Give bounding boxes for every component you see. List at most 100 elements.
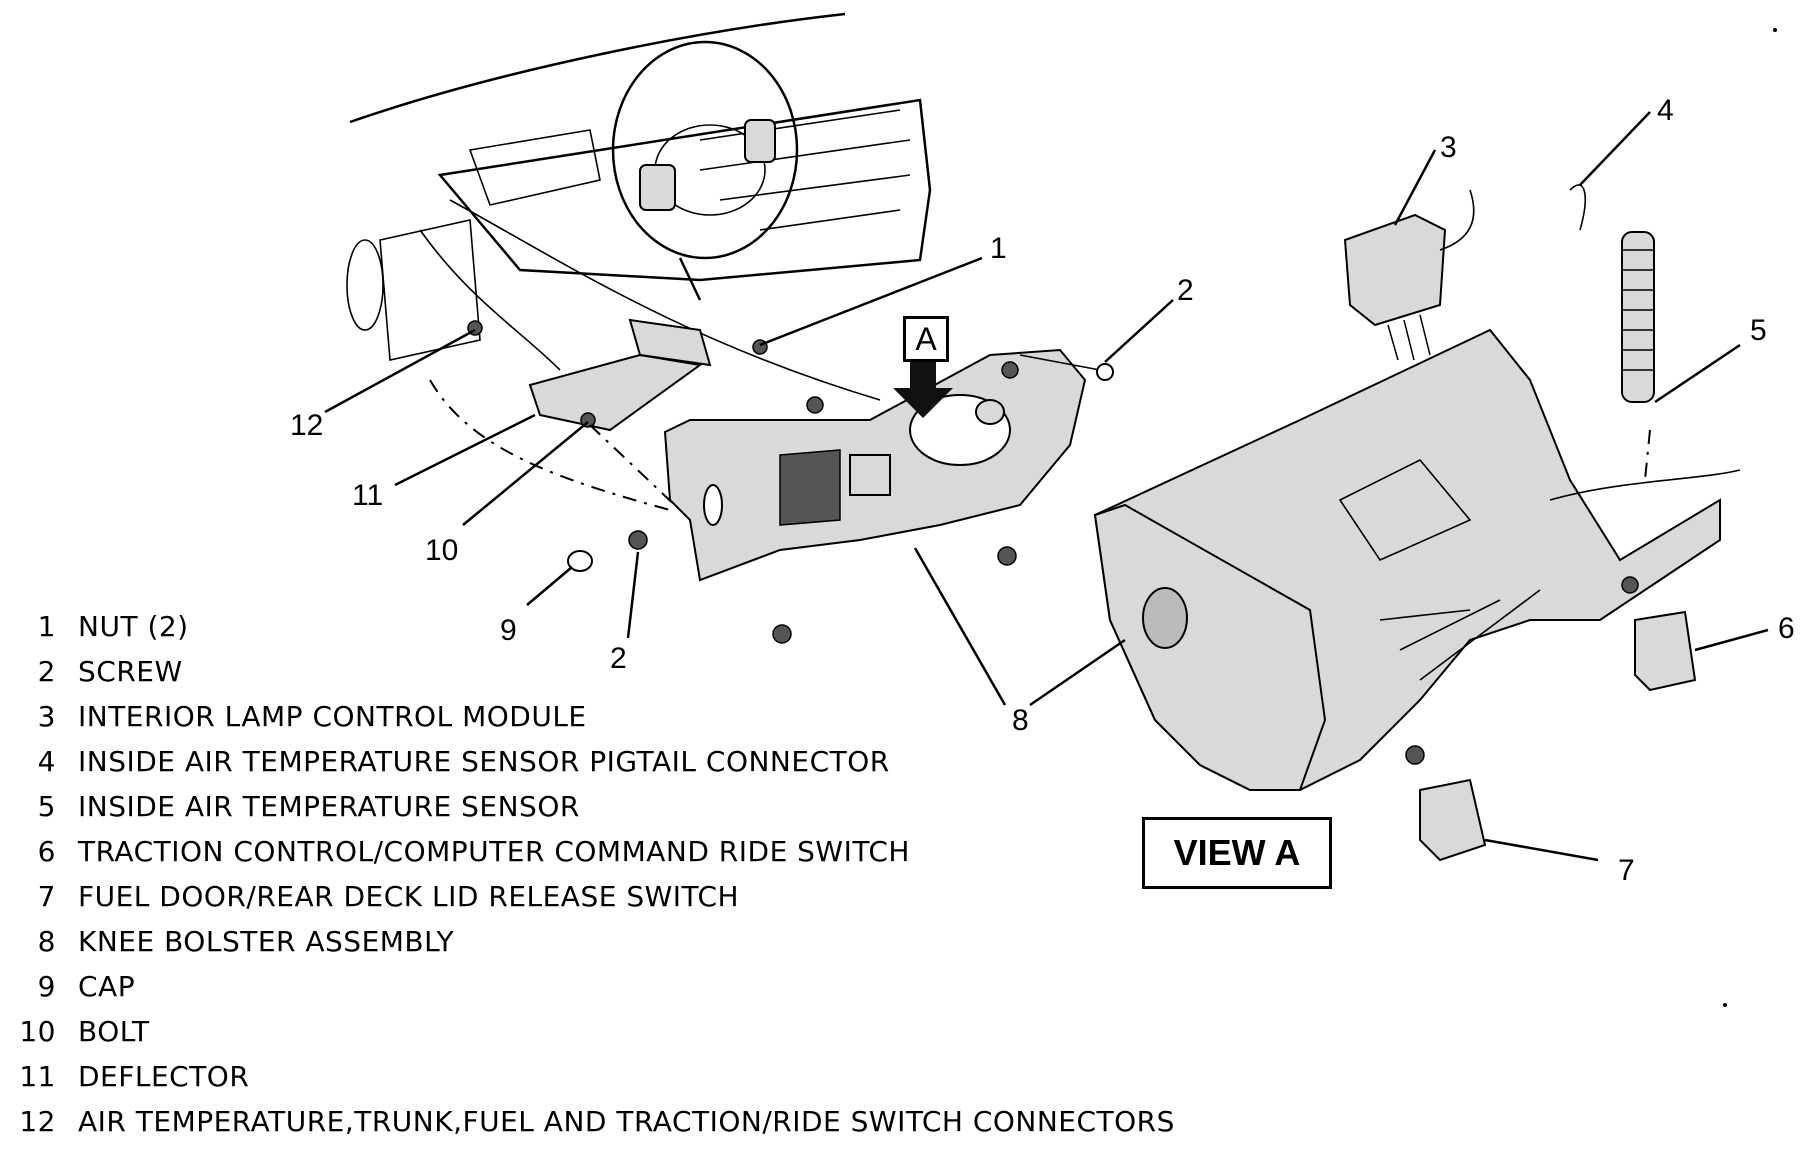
left-vent [346,239,384,331]
knee-bolster-slot [703,484,723,526]
leader-1 [759,256,983,347]
legend-text: NUT (2) [78,610,189,643]
arrow-a-head [893,388,953,418]
callout-6: 6 [1778,612,1795,645]
leader-2-right [1104,299,1174,363]
instrument-cluster [468,129,601,206]
wire-harness [419,229,561,371]
leader-12 [324,328,476,414]
legend-row: 7 FUEL DOOR/REAR DECK LID RELEASE SWITCH [0,880,1300,925]
legend-number: 7 [37,880,56,913]
deflector [528,353,703,432]
legend-row: 1 NUT (2) [0,610,1300,655]
steering-column [678,257,702,301]
bolt-lower-right [997,546,1017,566]
screw-2-lead [1019,354,1101,371]
dash-detail-lines [699,109,911,231]
legend-text: TRACTION CONTROL/COMPUTER COMMAND RIDE S… [78,835,910,868]
bolt-lower-left [772,624,792,644]
knee-bolster-vent [779,449,841,526]
dashboard-top-edge [349,12,846,124]
speck-bottom-right [1723,1003,1727,1007]
legend-text: CAP [78,970,136,1003]
leader-7 [1484,838,1599,862]
speck-top-right [1773,28,1777,32]
nut-right [1001,361,1019,379]
sensor-ribs [1622,249,1654,371]
glovebox-ribs [1379,589,1541,681]
dashboard-panel [437,98,932,282]
traction-control-switch [1634,610,1697,692]
legend-number: 3 [37,700,56,733]
leader-8a [913,547,1007,706]
legend-number: 1 [37,610,56,643]
legend-text: KNEE BOLSTER ASSEMBLY [78,925,455,958]
steering-wheel-pad-right [744,119,776,163]
callout-12: 12 [290,409,323,442]
legend-number: 4 [37,745,56,778]
leader-11 [394,413,536,487]
legend-text: INSIDE AIR TEMPERATURE SENSOR [78,790,580,823]
callout-4: 4 [1657,94,1674,127]
alignment-dashed-1 [429,379,671,511]
legend-number: 10 [19,1015,56,1048]
leader-9 [526,566,573,606]
switch-6-connector [1621,576,1639,594]
air-temp-sensor [1621,231,1655,403]
knee-bolster-switch [849,454,891,496]
legend-number: 6 [37,835,56,868]
callout-5: 5 [1750,314,1767,347]
callout-7: 7 [1618,854,1635,887]
leader-4 [1579,111,1651,186]
callout-2-left: 2 [610,642,627,675]
sensor-dash [1644,429,1651,481]
legend-text: AIR TEMPERATURE,TRUNK,FUEL AND TRACTION/… [78,1105,1175,1138]
wire-to-sensor [1549,469,1741,501]
callout-11: 11 [352,479,383,512]
knee-bolster-knob [975,399,1005,425]
callout-2-right: 2 [1177,274,1194,307]
legend-text: FUEL DOOR/REAR DECK LID RELEASE SWITCH [78,880,740,913]
leader-2-left [626,551,640,639]
steering-wheel-pad-left [639,164,676,211]
cap-9 [567,550,593,572]
fuel-door-switch [1419,778,1487,862]
callout-8: 8 [1012,704,1029,737]
legend-row: 12 AIR TEMPERATURE,TRUNK,FUEL AND TRACTIO… [0,1105,1300,1150]
glovebox-lock [1142,587,1188,649]
callout-3: 3 [1440,131,1457,164]
wire-harness-2 [449,199,881,401]
pigtail-connector [1569,184,1586,231]
screw-2-left [628,530,648,550]
legend-row: 6 TRACTION CONTROL/COMPUTER COMMAND RIDE … [0,835,1300,880]
leader-6 [1694,628,1769,652]
interior-lamp-module [1343,213,1447,327]
callout-1: 1 [990,232,1007,265]
glovebox-door [1093,503,1327,791]
legend-text: INSIDE AIR TEMPERATURE SENSOR PIGTAIL CO… [78,745,890,778]
alignment-dashed-2 [589,424,681,511]
glovebox-inner-cavity [1338,459,1472,562]
legend-number: 12 [19,1105,56,1138]
upper-bracket [628,318,712,367]
view-a-marker: A [903,316,949,362]
nut-center [806,396,824,414]
arrow-a-shaft [910,360,936,390]
legend-row: 9 CAP [0,970,1300,1015]
legend-text: DEFLECTOR [78,1060,250,1093]
leader-10 [462,421,589,526]
legend-number: 9 [37,970,56,1003]
module-pins [1387,314,1431,361]
callout-9: 9 [500,614,517,647]
leader-8b [1029,638,1126,707]
legend-row: 4 INSIDE AIR TEMPERATURE SENSOR PIGTAIL C… [0,745,1300,790]
callout-10: 10 [425,534,458,567]
